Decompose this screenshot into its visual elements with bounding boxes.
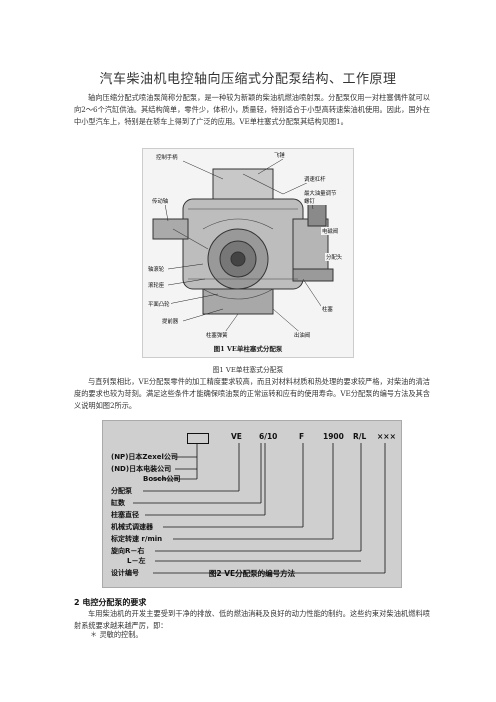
figure-2-title: 图2 VE分配泵的编号方法 (208, 569, 296, 578)
label-roller-ring: 轴滚轮 (147, 265, 166, 273)
bullet-item: ＊ 灵敏的控制。 (90, 630, 143, 639)
label-flyweight: 飞锤 (273, 151, 286, 159)
label-distributor-head: 分配头 (325, 253, 344, 261)
label-roller: 滚轮座 (147, 281, 166, 289)
row-np-zexel: (NP)日本Zexel公司 (111, 453, 178, 461)
document-title: 汽车柴油机电控轴向压缩式分配泵结构、工作原理 (99, 72, 397, 87)
label-max-fuel-screw: 最大油量调节螺钉 (303, 189, 339, 205)
label-cam-plate: 平面凸轮 (147, 300, 171, 308)
label-advance-device: 提前器 (161, 317, 180, 325)
row-design-number: 设计编号 (111, 569, 139, 577)
row-rotation-left: L－左 (127, 557, 146, 565)
row-cylinders: 缸数 (111, 499, 125, 507)
label-governor-lever: 调速杠杆 (303, 175, 327, 183)
code-part-design: ××× (377, 432, 396, 441)
label-plunger-spring: 柱塞弹簧 (205, 331, 229, 339)
figure-2-numbering-diagram: VE 6/10 F 1900 R/L ××× (102, 420, 402, 588)
row-bosch: Bosch公司 (143, 475, 181, 483)
code-part-rl: R/L (353, 432, 367, 441)
label-solenoid-valve: 电磁阀 (321, 227, 340, 235)
row-distributor-pump: 分配泵 (111, 487, 132, 495)
label-drive-shaft: 传动轴 (151, 197, 170, 205)
code-part-6-10: 6/10 (259, 432, 278, 441)
figure-1-inner-caption: 图1 VE单柱塞式分配泵 (213, 345, 283, 353)
section-heading: 2 电控分配泵的要求 (74, 598, 147, 607)
figure-1-caption: 图1 VE单柱塞式分配泵 (212, 366, 284, 374)
code-part-f: F (299, 432, 305, 441)
label-control-lever: 控制手柄 (155, 153, 179, 161)
intro-paragraph: 轴向压缩分配式喷油泵简称分配泵，是一种较为新颖的柴油机燃油喷射泵。分配泵仅用一对… (74, 93, 430, 126)
figure-1-pump-diagram: 控制手柄 飞锤 调速杠杆 最大油量调节螺钉 传动轴 电磁阀 分配头 轴滚轮 滚轮… (142, 148, 354, 358)
numbering-leader-lines (133, 443, 386, 574)
code-blank-box (187, 433, 209, 444)
row-plunger-diameter: 柱塞直径 (111, 511, 139, 519)
code-part-1900: 1900 (323, 432, 344, 441)
code-part-ve: VE (231, 432, 242, 441)
row-rotation-right: 旋向R－右 (111, 547, 145, 555)
row-mechanical-governor: 机械式调速器 (111, 523, 153, 531)
row-nd-denso: (ND)日本电装公司 (111, 465, 172, 473)
row-rated-speed: 标定转速 r/min (111, 535, 163, 543)
label-delivery-valve: 出油阀 (293, 331, 312, 339)
paragraph-2: 与直列泵相比，VE分配泵零件的加工精度要求较高，而且对材料材质和热处理的要求较严… (74, 377, 430, 410)
section-body: 车用柴油机的开发主要受到干净的排放、低的燃油消耗及良好的动力性能的制约。这些约束… (74, 609, 430, 630)
label-plunger: 柱塞 (321, 305, 334, 313)
